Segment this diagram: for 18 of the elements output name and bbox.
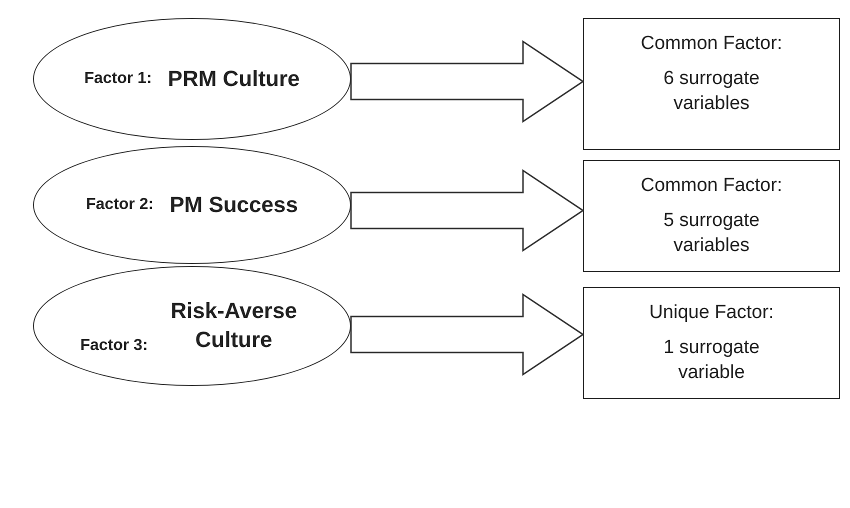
factor-number: Factor 3: — [80, 337, 148, 355]
factor-name: PRM Culture — [168, 64, 300, 93]
factor-name: Risk-Averse Culture — [170, 297, 298, 354]
result-box — [583, 18, 840, 150]
result-box — [583, 160, 840, 272]
variable-count: 5 surrogate variables — [662, 209, 761, 258]
factor-name: PM Success — [170, 190, 298, 219]
factor-number: Factor 2: — [86, 196, 154, 214]
block-arrow — [350, 293, 584, 376]
factor-number: Factor 1: — [84, 70, 152, 88]
factor-type: Unique Factor: — [649, 302, 774, 324]
block-arrow — [350, 40, 584, 123]
factor-type: Common Factor: — [640, 33, 782, 55]
factor-type: Common Factor: — [640, 175, 782, 197]
result-box — [583, 287, 840, 399]
variable-count: 1 surrogate variable — [662, 336, 761, 385]
block-arrow — [350, 169, 584, 252]
variable-count: 6 surrogate variables — [662, 67, 761, 116]
